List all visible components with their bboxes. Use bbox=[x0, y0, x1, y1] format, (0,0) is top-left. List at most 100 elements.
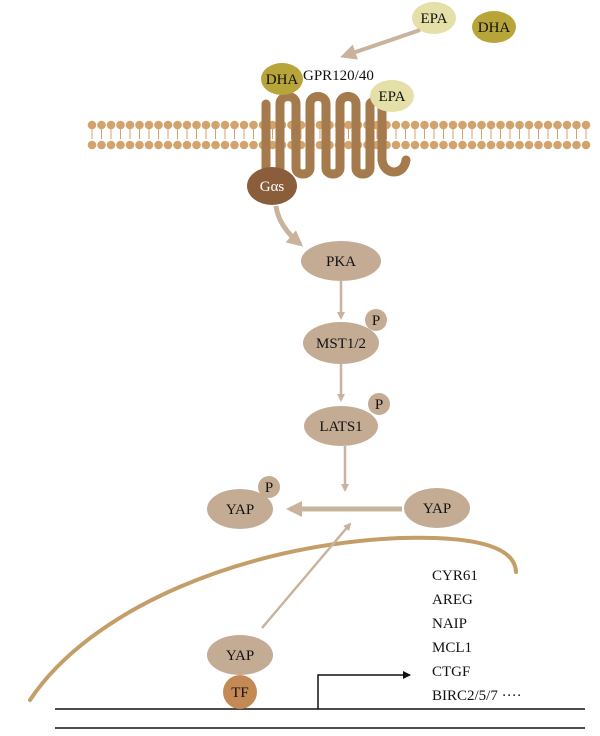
lipid-head bbox=[230, 120, 239, 130]
lipid-head bbox=[249, 140, 258, 150]
dha-ligand-free: DHA bbox=[472, 11, 516, 43]
lipid-head bbox=[220, 120, 230, 130]
lipid-head bbox=[439, 120, 448, 130]
lipid-head bbox=[543, 140, 553, 150]
epa-label-top: EPA bbox=[421, 11, 448, 27]
gene-item: MCL1 bbox=[432, 640, 472, 656]
lipid-head bbox=[410, 120, 420, 130]
lipid-head bbox=[553, 140, 562, 150]
gene-item: AREG bbox=[432, 592, 473, 608]
lipid-head bbox=[135, 140, 144, 150]
lipid-head bbox=[401, 120, 410, 130]
dha-label-bound: DHA bbox=[266, 72, 299, 88]
gas-to-pka-arrow bbox=[273, 205, 304, 247]
lipid-head bbox=[344, 140, 353, 150]
ligand-binding-arrow bbox=[340, 28, 421, 60]
lipid-head bbox=[163, 140, 173, 150]
lipid-head bbox=[562, 140, 572, 150]
lipid-head bbox=[458, 120, 467, 130]
yap-p-label: YAP bbox=[226, 502, 254, 518]
lipid-head bbox=[391, 120, 401, 130]
lipid-head bbox=[144, 120, 154, 130]
lipid-head bbox=[496, 140, 505, 150]
pka-node: PKA bbox=[301, 241, 381, 281]
lipid-head bbox=[391, 140, 401, 150]
target-gene-list: CYR61 AREG NAIP MCL1 CTGF BIRC2/5/7 ···· bbox=[432, 568, 522, 704]
lipid-head bbox=[467, 140, 477, 150]
lipid-head bbox=[154, 140, 163, 150]
lipid-head bbox=[534, 140, 543, 150]
lipid-head bbox=[429, 140, 439, 150]
lipid-head bbox=[439, 140, 448, 150]
lipid-head bbox=[477, 120, 486, 130]
gene-item: BIRC2/5/7 ···· bbox=[432, 688, 522, 704]
lipid-head bbox=[201, 140, 211, 150]
lipid-head bbox=[515, 120, 524, 130]
lipid-head bbox=[211, 140, 220, 150]
lipid-head bbox=[562, 120, 572, 130]
lipid-head bbox=[116, 120, 125, 130]
lipid-head bbox=[344, 120, 353, 130]
lipid-head bbox=[534, 120, 543, 130]
lipid-head bbox=[144, 140, 154, 150]
yap-right-label: YAP bbox=[423, 501, 451, 517]
epa-ligand-bound: EPA bbox=[370, 80, 414, 112]
lipid-head bbox=[125, 120, 135, 130]
dha-ligand-bound: DHA bbox=[261, 63, 303, 95]
lipid-head bbox=[496, 120, 505, 130]
lipid-head bbox=[581, 120, 591, 130]
nuclear-envelope bbox=[28, 535, 518, 702]
lipid-head bbox=[154, 120, 163, 130]
lipid-head bbox=[173, 140, 182, 150]
lipid-head bbox=[553, 120, 562, 130]
lipid-head bbox=[448, 140, 458, 150]
lipid-head bbox=[420, 120, 429, 130]
yap-phosphorylated-node: YAP P bbox=[207, 476, 280, 529]
lipid-head bbox=[182, 140, 192, 150]
gas-protein: Gαs bbox=[247, 167, 297, 205]
lats-label: LATS1 bbox=[319, 419, 362, 435]
lipid-head bbox=[230, 140, 239, 150]
lipid-head bbox=[249, 120, 258, 130]
lipid-head bbox=[106, 140, 116, 150]
lipid-head bbox=[211, 120, 220, 130]
lipid-head bbox=[125, 140, 135, 150]
epa-label-bound: EPA bbox=[379, 89, 406, 105]
lipid-head bbox=[572, 140, 581, 150]
lipid-head bbox=[486, 140, 496, 150]
lats-node: LATS1 P bbox=[304, 393, 390, 446]
mst-node: MST1/2 P bbox=[303, 309, 387, 364]
lipid-head bbox=[467, 120, 477, 130]
lipid-head bbox=[448, 120, 458, 130]
mst-label: MST1/2 bbox=[316, 336, 366, 352]
lipid-head bbox=[410, 140, 420, 150]
yap-nuc-label: YAP bbox=[226, 648, 254, 664]
gene-item: NAIP bbox=[432, 616, 467, 632]
lipid-head bbox=[505, 140, 515, 150]
lipid-head bbox=[477, 140, 486, 150]
lipid-head bbox=[515, 140, 524, 150]
yap-phospho-label: P bbox=[265, 480, 273, 496]
lipid-head bbox=[429, 120, 439, 130]
yap-translocation-arrow bbox=[261, 522, 352, 629]
lipid-head bbox=[192, 140, 201, 150]
lipid-head bbox=[87, 120, 97, 130]
lipid-head bbox=[581, 140, 591, 150]
dha-label-top: DHA bbox=[478, 20, 511, 36]
lipid-head bbox=[87, 140, 97, 150]
yap-nuclear-node: YAP bbox=[207, 635, 273, 675]
gene-item: CTGF bbox=[432, 664, 470, 680]
lipid-head bbox=[239, 140, 249, 150]
receptor-label: GPR120/40 bbox=[303, 68, 374, 84]
lipid-head bbox=[106, 120, 116, 130]
lipid-head bbox=[97, 120, 106, 130]
lats-phospho-label: P bbox=[375, 397, 383, 413]
lipid-head bbox=[182, 120, 192, 130]
lipid-head bbox=[97, 140, 106, 150]
lipid-head bbox=[572, 120, 581, 130]
lipid-head bbox=[458, 140, 467, 150]
tf-label: TF bbox=[231, 685, 249, 701]
epa-ligand-free: EPA bbox=[412, 2, 456, 34]
